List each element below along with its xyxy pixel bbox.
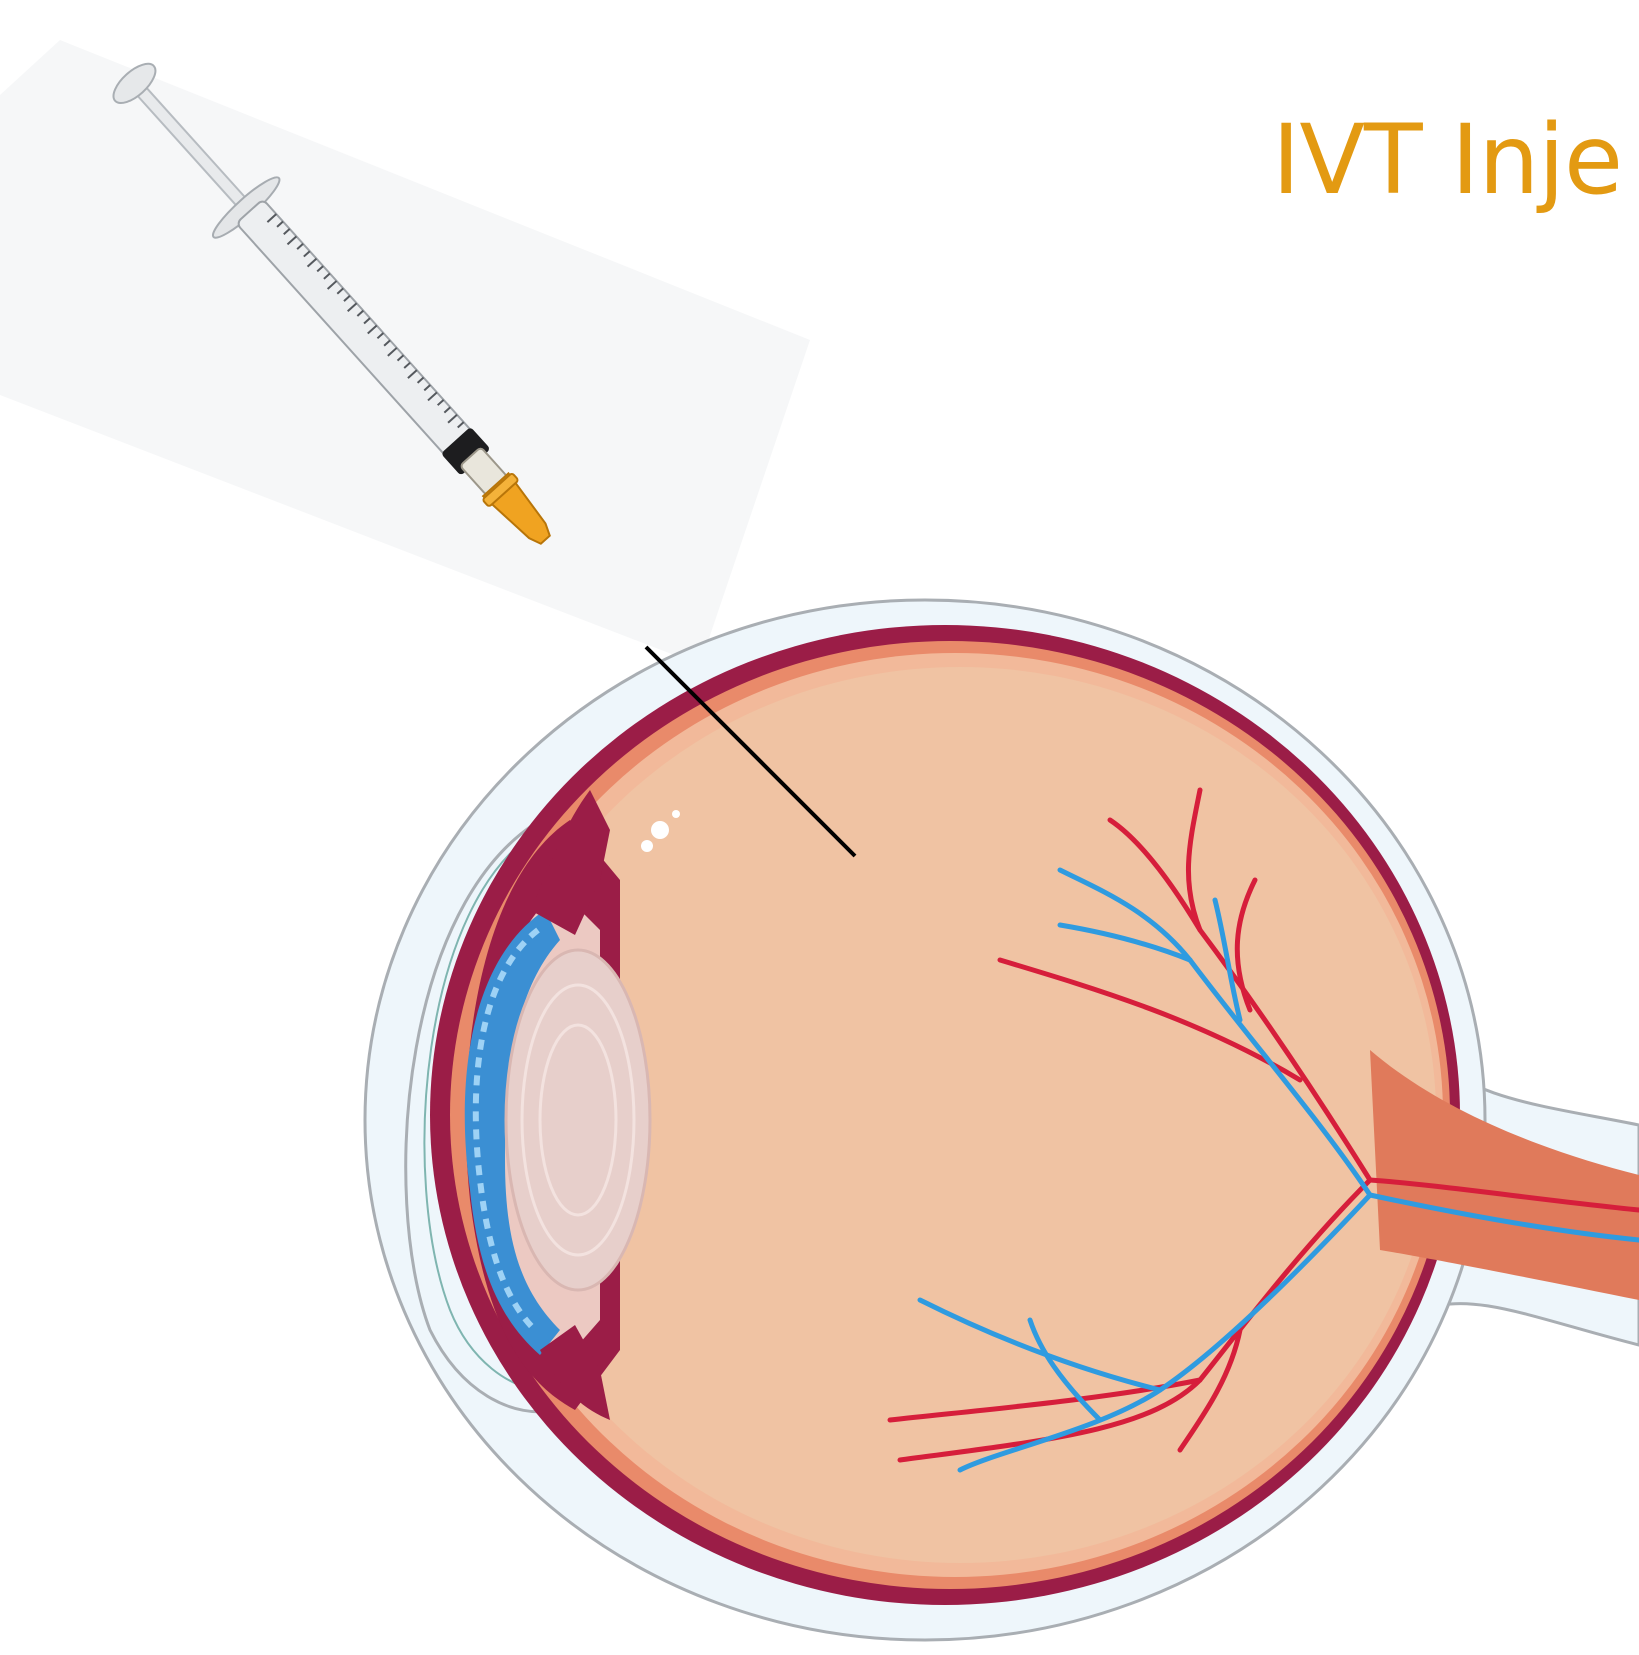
lens [506,950,650,1290]
slide-title: IVT Inje [1272,112,1622,208]
eye-cross-section-icon [365,600,1639,1640]
syringe-photo-background [0,40,810,665]
